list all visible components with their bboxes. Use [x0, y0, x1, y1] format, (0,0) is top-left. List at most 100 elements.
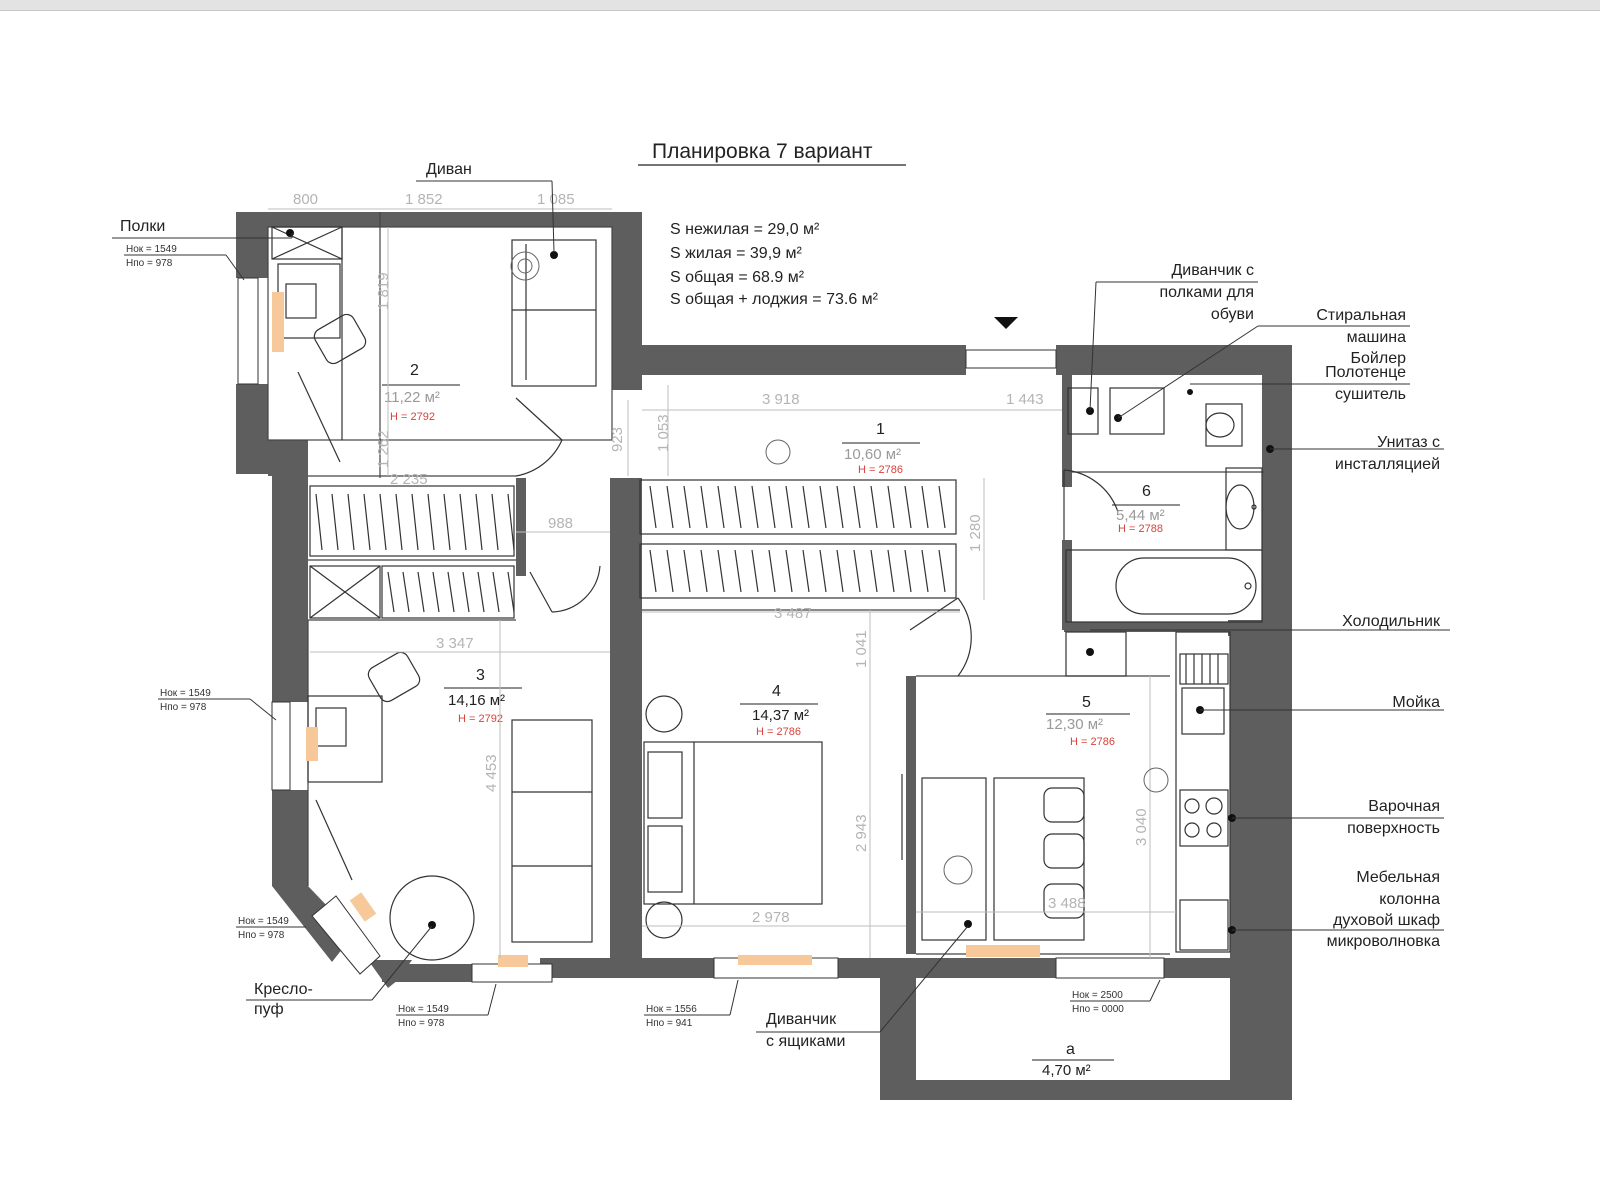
- walls: [236, 212, 1292, 1100]
- dim-1041: 1 041: [853, 630, 870, 668]
- fridge-marker: [1086, 648, 1094, 656]
- bedroom-furniture: [643, 695, 823, 939]
- room2-furniture: [277, 239, 597, 463]
- win-6-npo: Нпо = 0000: [1072, 1004, 1124, 1015]
- room-labels: 2 11,22 м² H = 2792 1 10,60 м² H = 2786 …: [382, 362, 1180, 1079]
- dim-2235: 2 235: [390, 471, 428, 488]
- callout-hob-2: поверхность: [1347, 820, 1440, 837]
- callouts-right: Диванчик с полками для обуви Стиральная …: [1089, 262, 1450, 950]
- accent-mark: [498, 955, 528, 967]
- win-5-npo: Нпо = 941: [646, 1018, 693, 1029]
- shoe-bench-marker: [1086, 407, 1094, 415]
- room-4-area: 14,37 м²: [752, 707, 809, 724]
- callout-washer-2: машина: [1347, 329, 1407, 346]
- dim-1852: 1 852: [405, 191, 443, 208]
- callout-shoe-bench-2: полками для: [1159, 284, 1254, 301]
- callout-towel-dryer-2: сушитель: [1335, 386, 1406, 403]
- room-4-number: 4: [772, 683, 781, 700]
- win-4-nok: Нок = 1549: [398, 1004, 449, 1015]
- room-6-area: 5,44 м²: [1116, 507, 1165, 524]
- plan-title: Планировка 7 вариант: [652, 140, 873, 163]
- window-height-labels: Нок = 1549 Нпо = 978 Нок = 1549 Нпо = 97…: [124, 244, 1161, 1029]
- room-6-number: 6: [1142, 483, 1151, 500]
- callout-bench-drawers-1: Диванчик: [766, 1011, 837, 1028]
- dim-3347: 3 347: [436, 635, 474, 652]
- window-top-bar: [0, 0, 1600, 11]
- dim-923: 923: [609, 427, 626, 452]
- room-3-height: H = 2792: [458, 713, 503, 725]
- stat-total: S общая = 68.9 м²: [670, 269, 805, 286]
- pouf-marker: [428, 921, 436, 929]
- callout-toilet-1: Унитаз с: [1377, 434, 1440, 451]
- callout-shelves: Полки: [120, 218, 165, 235]
- dimension-lines: [268, 208, 1176, 958]
- dim-3487: 3 487: [774, 605, 812, 622]
- kitchen: [901, 631, 1231, 953]
- towel-dryer-marker: [1187, 389, 1193, 395]
- dim-1085: 1 085: [537, 191, 575, 208]
- win-3-nok: Нок = 1549: [238, 916, 289, 927]
- win-5-nok: Нок = 1556: [646, 1004, 697, 1015]
- callout-sink: Мойка: [1392, 694, 1440, 711]
- room-1-number: 1: [876, 421, 885, 438]
- dim-1280: 1 280: [967, 514, 984, 552]
- room-2-height: H = 2792: [390, 411, 435, 423]
- dim-800: 800: [293, 191, 318, 208]
- accent-mark: [272, 292, 284, 352]
- callout-toilet-2: инсталляцией: [1335, 456, 1440, 473]
- bathroom-fixtures: [1065, 387, 1263, 623]
- room-5-height: H = 2786: [1070, 736, 1115, 748]
- accent-mark: [966, 945, 1040, 957]
- room-6-height: H = 2788: [1118, 523, 1163, 535]
- win-4-npo: Нпо = 978: [398, 1018, 445, 1029]
- callout-sofa: Диван: [426, 161, 472, 178]
- sofa-marker: [550, 251, 558, 259]
- win-1-nok: Нок = 1549: [126, 244, 177, 255]
- stat-total-loggia: S общая + лоджия = 73.6 м²: [670, 291, 879, 308]
- doors: [515, 397, 1119, 677]
- room-3-area: 14,16 м²: [448, 692, 505, 709]
- win-3-npo: Нпо = 978: [238, 930, 285, 941]
- callout-oven-column-3: духовой шкаф: [1333, 912, 1440, 929]
- callout-hob-1: Варочная: [1368, 798, 1440, 815]
- shelves-marker: [286, 229, 294, 237]
- dim-988: 988: [548, 515, 573, 532]
- wardrobes: [271, 226, 957, 619]
- room-2-number: 2: [410, 362, 419, 379]
- callout-shoe-bench-1: Диванчик с: [1171, 262, 1254, 279]
- win-2-npo: Нпо = 978: [160, 702, 207, 713]
- dim-4453: 4 453: [483, 754, 500, 792]
- dim-1053: 1 053: [655, 414, 672, 452]
- room-5-area: 12,30 м²: [1046, 716, 1103, 733]
- callouts-left: Полки Диван Кресло- пуф Диванчик с ящика…: [112, 161, 969, 1050]
- callout-shoe-bench-3: обуви: [1211, 306, 1254, 323]
- callout-towel-dryer-1: Полотенце: [1325, 364, 1406, 381]
- callout-pouf-1: Кресло-: [254, 981, 313, 998]
- hangers: [315, 485, 946, 613]
- loggia-area: 4,70 м²: [1042, 1062, 1091, 1079]
- room-1-area: 10,60 м²: [844, 446, 901, 463]
- stat-living: S жилая = 39,9 м²: [670, 245, 802, 262]
- callout-pouf-2: пуф: [254, 1001, 284, 1018]
- callout-fridge: Холодильник: [1342, 613, 1441, 630]
- room-1-height: H = 2786: [858, 464, 903, 476]
- room-5-number: 5: [1082, 694, 1091, 711]
- room-2-area: 11,22 м²: [384, 389, 440, 406]
- accent-mark: [738, 955, 812, 965]
- win-2-nok: Нок = 1549: [160, 688, 211, 699]
- room3-furniture: [307, 651, 593, 961]
- accent-mark: [349, 892, 377, 922]
- callout-washer-1: Стиральная: [1316, 307, 1406, 324]
- dim-3918: 3 918: [762, 391, 800, 408]
- plant-sketch-icon: [510, 251, 1169, 885]
- windows: [237, 277, 1165, 983]
- callout-boiler: Бойлер: [1351, 350, 1407, 367]
- stat-nonliving: S нежилая = 29,0 м²: [670, 221, 820, 238]
- entrance-arrow-icon: [994, 317, 1018, 329]
- dim-3488: 3 488: [1048, 895, 1086, 912]
- win-6-nok: Нок = 2500: [1072, 990, 1123, 1001]
- callout-oven-column-1: Мебельная: [1356, 869, 1440, 886]
- room-3-number: 3: [476, 667, 485, 684]
- dim-1443: 1 443: [1006, 391, 1044, 408]
